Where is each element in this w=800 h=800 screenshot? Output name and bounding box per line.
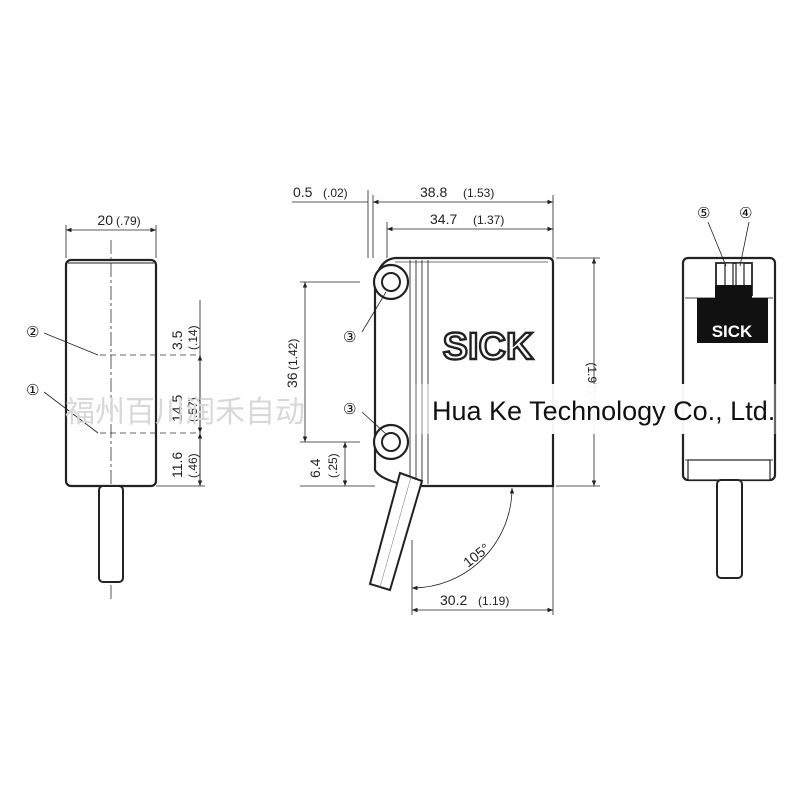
right-cable xyxy=(716,479,743,579)
left-view: 20 (.79) 3.5 (.14) 14.5 (.57) 11.6 (.46)… xyxy=(26,212,205,600)
side-angle-arc xyxy=(411,487,515,591)
left-dim1-mm: 3.5 xyxy=(169,330,185,350)
side-gap-mm: 0.5 xyxy=(293,184,313,200)
callout-3-top: ③ xyxy=(343,328,356,346)
left-dim3-mm: 11.6 xyxy=(169,452,185,478)
callout-2: ② xyxy=(26,323,39,341)
side-angle-label: 105° xyxy=(460,540,493,570)
side-hole-pitch-in: (1.42) xyxy=(286,339,300,370)
left-width-mm: 20 xyxy=(97,212,113,228)
right-bottom-plate xyxy=(687,459,771,481)
right-logo-plate xyxy=(697,285,768,343)
watermark: 福州百川润禾自动 Hua Ke Technology Co., Ltd. xyxy=(65,384,785,434)
side-overall-in: (1.53) xyxy=(463,186,494,200)
side-sick-logo: SICK xyxy=(443,326,534,368)
watermark-chinese: 福州百川润禾自动 xyxy=(65,395,305,430)
left-dim2-mm: 14.5 xyxy=(169,395,185,422)
mount-hole-top-inner xyxy=(381,272,401,292)
left-dim1-in: (.14) xyxy=(186,325,200,350)
side-hole-low-mm: 6.4 xyxy=(307,458,323,478)
side-gap-in: (.02) xyxy=(323,186,348,200)
callout-3-bottom: ③ xyxy=(343,400,356,418)
side-overall-mm: 38.8 xyxy=(420,184,447,200)
side-hole-pitch-mm: 36 xyxy=(284,372,300,388)
callout-4: ④ xyxy=(739,204,752,222)
left-cable xyxy=(98,485,124,583)
side-body-in: (1.37) xyxy=(473,213,504,227)
watermark-banner-bg xyxy=(410,384,785,434)
side-bottom-mm: 30.2 xyxy=(440,592,467,608)
side-cable xyxy=(368,471,424,592)
callout-1: ① xyxy=(26,381,39,399)
left-dim3-in: (.46) xyxy=(186,453,200,478)
side-hole-low-in: (.25) xyxy=(326,453,340,478)
left-dim2-in: (.57) xyxy=(186,397,200,422)
left-width-in: (.79) xyxy=(116,214,141,228)
watermark-english: Hua Ke Technology Co., Ltd. xyxy=(432,396,775,426)
mount-hole-bottom-inner xyxy=(381,432,401,452)
callout-5: ⑤ xyxy=(697,204,710,222)
side-body-mm: 34.7 xyxy=(430,211,457,227)
side-bottom-in: (1.19) xyxy=(478,594,509,608)
right-sick-logo: SICK xyxy=(712,322,753,341)
right-view: SICK ⑤ ④ xyxy=(681,204,777,579)
